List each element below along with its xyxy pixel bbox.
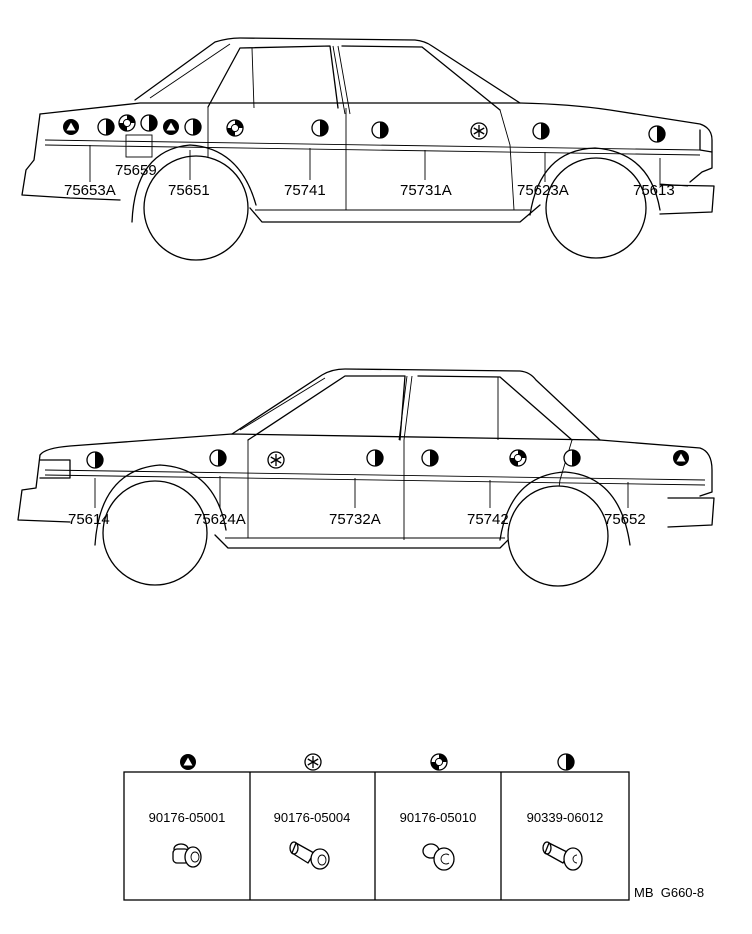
top-car-clip-symbols — [63, 114, 666, 143]
bottom-car-front-wheel — [102, 480, 208, 586]
c-clip-icon — [118, 114, 136, 132]
bottom-car-rear-wheel — [507, 485, 609, 587]
bottom-car-roof — [231, 368, 601, 441]
half-circle-clip-icon — [209, 449, 227, 467]
part-label-75651: 75651 — [168, 182, 210, 199]
top-car-drawing — [21, 37, 715, 261]
clip-drawing-90176-05010 — [422, 843, 455, 871]
part-label-75623a: 75623A — [517, 182, 569, 199]
half-circle-clip-icon — [311, 119, 329, 137]
clip-drawing-90176-05004 — [289, 841, 330, 870]
bottom-car-window-frame — [247, 375, 573, 441]
part-label-75741: 75741 — [284, 182, 326, 199]
half-circle-clip-icon — [140, 114, 158, 132]
bottom-car-drawing — [17, 368, 715, 587]
c-clip-icon — [226, 119, 244, 137]
clip-drawing-90176-05001 — [172, 843, 202, 868]
part-label-75614: 75614 — [68, 511, 110, 528]
triangle-clip-icon — [180, 754, 196, 770]
top-car-leaders — [89, 145, 689, 187]
part-label-75732a: 75732A — [329, 511, 381, 528]
top-car-front-wheel — [545, 157, 647, 259]
diagram-code: MB G660-8 — [634, 885, 704, 900]
half-circle-clip-icon — [366, 449, 384, 467]
legend-part-number: 90339-06012 — [527, 810, 604, 825]
half-circle-clip-icon — [421, 449, 439, 467]
part-label-75613: 75613 — [633, 182, 675, 199]
asterisk-clip-icon — [470, 122, 488, 140]
half-circle-clip-icon — [563, 449, 581, 467]
part-label-75653a: 75653A — [64, 182, 116, 199]
part-label-75659: 75659 — [115, 162, 157, 179]
asterisk-clip-icon — [267, 451, 285, 469]
half-circle-clip-icon — [557, 753, 575, 771]
fastener-legend: 90176-05001 90176-05004 90176-05010 9033… — [123, 753, 630, 901]
top-car-roof — [134, 37, 521, 104]
legend-part-number: 90176-05010 — [400, 810, 477, 825]
half-circle-clip-icon — [648, 125, 666, 143]
bottom-car-clip-symbols — [86, 449, 689, 469]
asterisk-clip-icon — [304, 753, 322, 771]
top-car-labels: 75659 75653A 75651 75741 75731A 75623A 7… — [64, 162, 675, 199]
top-car-body — [39, 102, 713, 183]
clip-drawing-90339-06012 — [542, 841, 583, 871]
bottom-car-leaders — [94, 476, 629, 508]
half-circle-clip-icon — [184, 118, 202, 136]
c-clip-icon — [509, 449, 527, 467]
top-car-rear-wheel — [143, 155, 249, 261]
legend-part-number: 90176-05001 — [149, 810, 226, 825]
triangle-clip-icon — [63, 119, 79, 135]
bottom-car-body — [39, 433, 713, 497]
part-label-75624a: 75624A — [194, 511, 246, 528]
c-clip-icon — [430, 753, 448, 771]
bottom-car-labels: 75614 75624A 75732A 75742 75652 — [68, 511, 646, 528]
part-label-75652: 75652 — [604, 511, 646, 528]
legend-table — [123, 771, 630, 901]
half-circle-clip-icon — [86, 451, 104, 469]
top-car-window-frame — [207, 45, 501, 111]
triangle-clip-icon — [673, 450, 689, 466]
part-label-75742: 75742 — [467, 511, 509, 528]
legend-part-number: 90176-05004 — [274, 810, 351, 825]
part-label-75731a: 75731A — [400, 182, 452, 199]
half-circle-clip-icon — [97, 118, 115, 136]
half-circle-clip-icon — [371, 121, 389, 139]
triangle-clip-icon — [163, 119, 179, 135]
half-circle-clip-icon — [532, 122, 550, 140]
